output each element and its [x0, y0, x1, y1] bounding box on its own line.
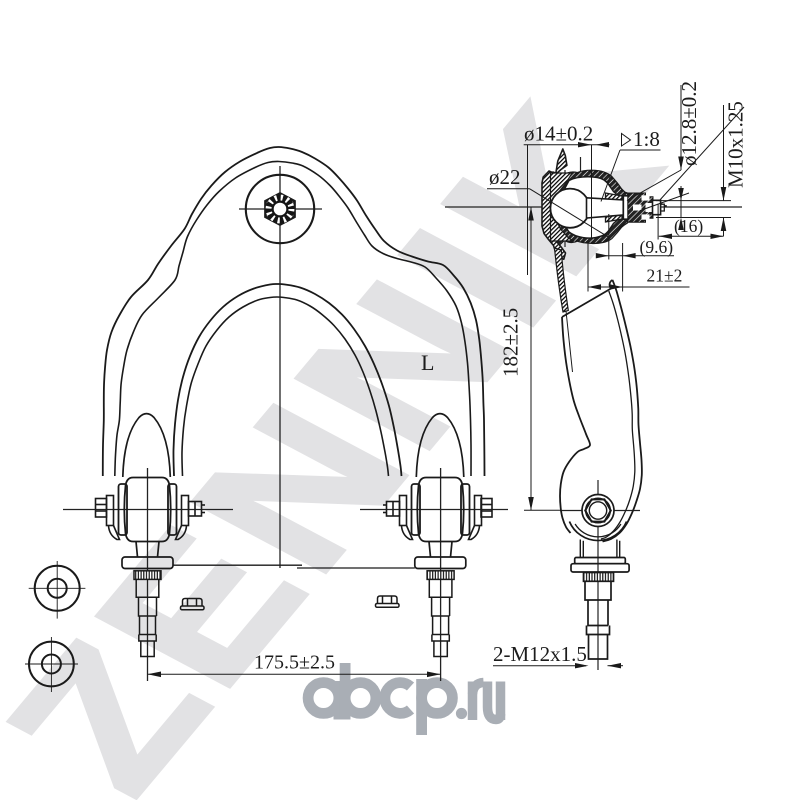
svg-text:(16): (16): [674, 216, 703, 236]
svg-text:(9.6): (9.6): [640, 237, 674, 257]
svg-text:M10x1.25: M10x1.25: [724, 101, 748, 188]
svg-text:21±2: 21±2: [647, 266, 683, 286]
svg-text:182±2.5: 182±2.5: [499, 308, 523, 377]
svg-text:1:8: 1:8: [633, 127, 660, 151]
svg-text:ø22: ø22: [489, 165, 521, 189]
svg-text:ø14±0.2: ø14±0.2: [524, 122, 593, 146]
svg-text:175.5±2.5: 175.5±2.5: [254, 652, 335, 674]
svg-text:2-M12x1.5: 2-M12x1.5: [493, 642, 587, 666]
svg-text:L: L: [421, 350, 434, 375]
